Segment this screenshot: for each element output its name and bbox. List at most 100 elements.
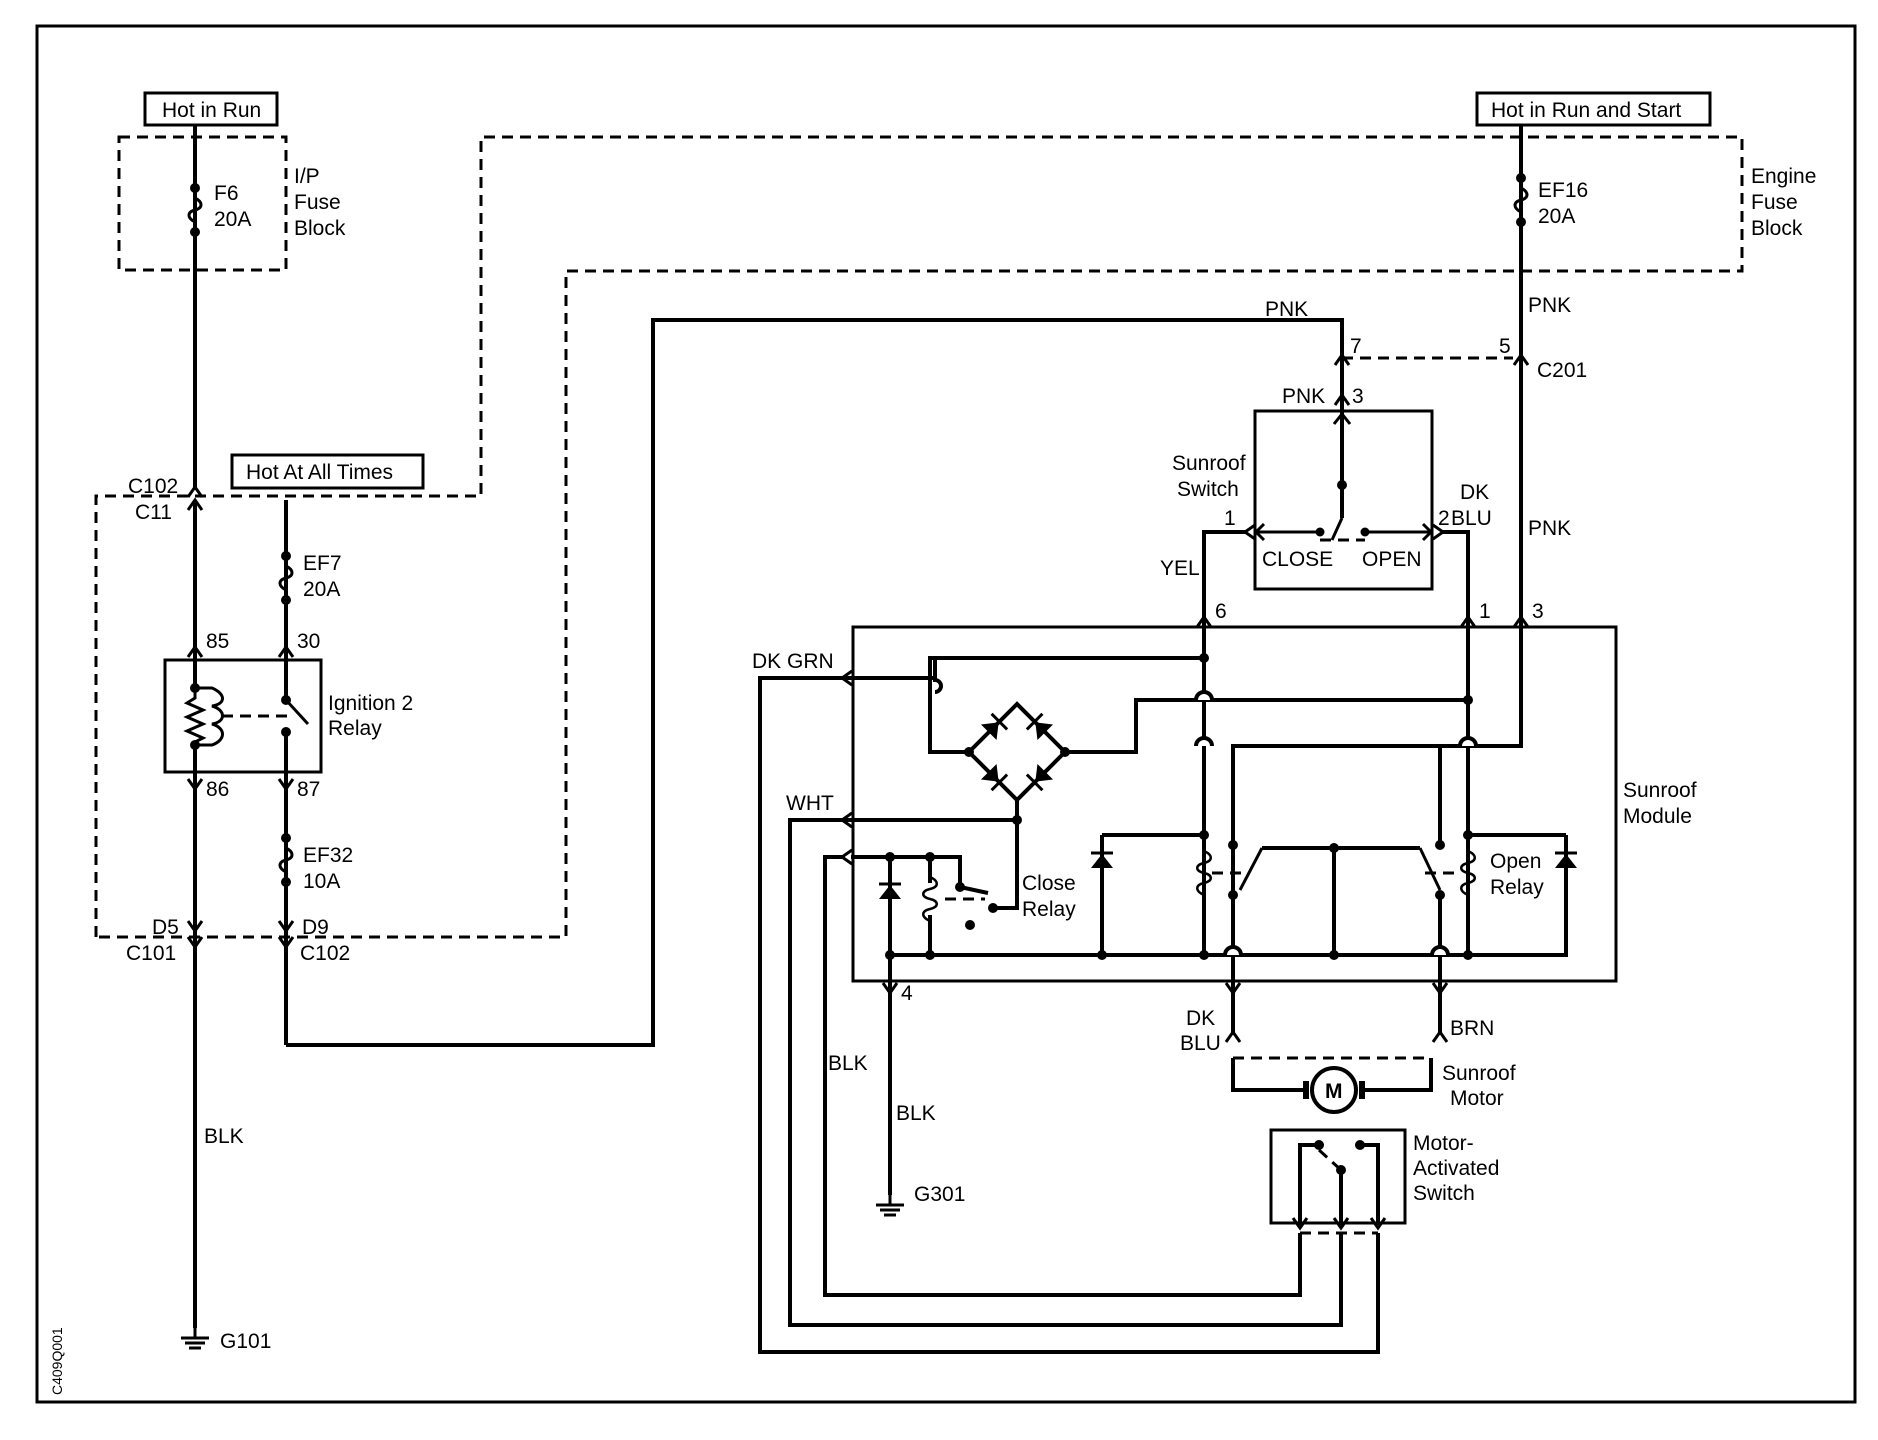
switch-close-arrow-icon — [1253, 522, 1266, 542]
fuse-ef32-icon — [278, 831, 294, 889]
switch-blade-icon — [1330, 517, 1344, 541]
ground-g301-icon — [874, 1193, 906, 1217]
close-relay-coil-icon — [922, 875, 938, 923]
figure-id: C409Q001 — [49, 1327, 65, 1395]
pin-86-label: 86 — [206, 778, 229, 801]
wire-crossover-a-icon — [1194, 690, 1214, 702]
fuse-ef7-icon — [278, 549, 294, 607]
ip-fuse-block-outline — [117, 135, 288, 272]
switch-pin2-label: 2 — [1438, 507, 1450, 530]
pin-c201-7-label: 7 — [1350, 335, 1362, 358]
wire-blk-mid-label: BLK — [828, 1052, 868, 1075]
wire-pnk-c201-label: PNK — [1528, 294, 1571, 317]
switch-pin3-label: 3 — [1352, 385, 1364, 408]
ground-g101-icon — [179, 1326, 211, 1350]
open-relay-diode-icon — [1553, 851, 1579, 870]
wire-yel-label: YEL — [1160, 557, 1200, 580]
hbridge-mid — [1231, 746, 1442, 955]
close-relay-node-b — [925, 852, 935, 862]
motor-switch-blade — [1317, 1148, 1343, 1172]
relay-contact-arm-icon — [284, 698, 310, 726]
hot-at-all-times-box — [230, 453, 425, 490]
wire-pnk-right-label: PNK — [1528, 517, 1571, 540]
connector-c101-label: C101 — [126, 942, 176, 965]
left-relay-blade-icon — [1238, 847, 1264, 891]
wire-blk-left-label: BLK — [204, 1125, 244, 1148]
relay-coil-node-top — [190, 683, 200, 693]
switch-open-label: OPEN — [1362, 548, 1422, 571]
wire-wht — [788, 818, 1343, 1327]
wire-pnk-feed-to-c201 — [286, 318, 1344, 1047]
wire-crossover-d-icon — [1194, 736, 1214, 748]
wire-crossover-e-icon — [1458, 736, 1478, 748]
right-relay-no-contact — [1435, 840, 1445, 850]
connector-c102-top-label: C102 — [128, 475, 178, 498]
ignition-2-relay-box — [163, 658, 323, 774]
motor-switch-contact-b — [1355, 1140, 1365, 1150]
connector-d9-label: D9 — [302, 916, 329, 939]
hbridge-left-diode-icon — [1089, 851, 1115, 870]
bridge-wiring — [928, 656, 1468, 803]
node-left-coil-top — [1199, 830, 1209, 840]
wire-yel — [1202, 530, 1245, 620]
ground-g301-label: G301 — [914, 1183, 965, 1206]
right-relay-blade-icon — [1418, 847, 1442, 891]
switch-common-node — [1337, 480, 1347, 490]
wire-dk-grn — [758, 676, 1380, 1354]
module-pnk-internal — [1231, 620, 1523, 955]
sunroof-motor-icon — [1310, 1066, 1358, 1114]
module-pin4-label: 4 — [901, 982, 913, 1005]
motor-switch-wiring — [1298, 1143, 1380, 1225]
bridge-top-loop — [933, 658, 943, 694]
engine-fuse-block-outline — [94, 135, 1744, 939]
hot-in-run-start-label: Hot in Run and Start — [1491, 99, 1681, 122]
hot-at-all-times-label: Hot At All Times — [246, 461, 393, 484]
ip-fuse-block-label: I/P Fuse Block — [294, 165, 347, 240]
bus-node-4 — [1199, 950, 1209, 960]
bridge-node-left — [964, 747, 974, 757]
sunroof-motor-brush-right — [1359, 1081, 1365, 1099]
wire-pnk-sw-label: PNK — [1282, 385, 1325, 408]
connector-d5-label: D5 — [152, 916, 179, 939]
switch-open-arrow-icon — [1421, 522, 1434, 542]
pin-87-label: 87 — [297, 778, 320, 801]
relay-resistor-icon — [183, 690, 207, 748]
close-relay-node-a — [885, 852, 895, 862]
switch-close-label: CLOSE — [1262, 548, 1333, 571]
wire-crossover-b-icon — [1223, 945, 1243, 957]
sunroof-motor-brush-left — [1303, 1081, 1309, 1099]
hot-in-run-start-box — [1475, 91, 1712, 127]
fuse-f6-icon — [187, 181, 203, 239]
hot-in-run-box — [143, 91, 279, 127]
switch-pin1-label: 1 — [1224, 507, 1236, 530]
close-relay-contact-a — [955, 882, 965, 892]
wire-dk-blu-switch — [1443, 530, 1470, 620]
wire-crossover-c-icon — [1430, 945, 1450, 957]
left-relay-no-contact — [1228, 840, 1238, 850]
module-pin1-label: 1 — [1479, 600, 1491, 623]
fuse-ef16-icon — [1513, 171, 1529, 229]
close-relay-diode-icon — [877, 882, 903, 901]
pin-c201-5-label: 5 — [1499, 335, 1511, 358]
wire-dk-grn-label: DK GRN — [752, 650, 834, 673]
close-relay-contact-c — [965, 920, 975, 930]
wire-wht-label: WHT — [786, 792, 834, 815]
connector-c11-label: C11 — [135, 501, 172, 524]
motor-activated-switch-box — [1269, 1128, 1407, 1225]
connector-c102-bottom-label: C102 — [300, 942, 350, 965]
pin-85-label: 85 — [206, 630, 229, 653]
relay-coil-node-bottom — [190, 740, 200, 750]
